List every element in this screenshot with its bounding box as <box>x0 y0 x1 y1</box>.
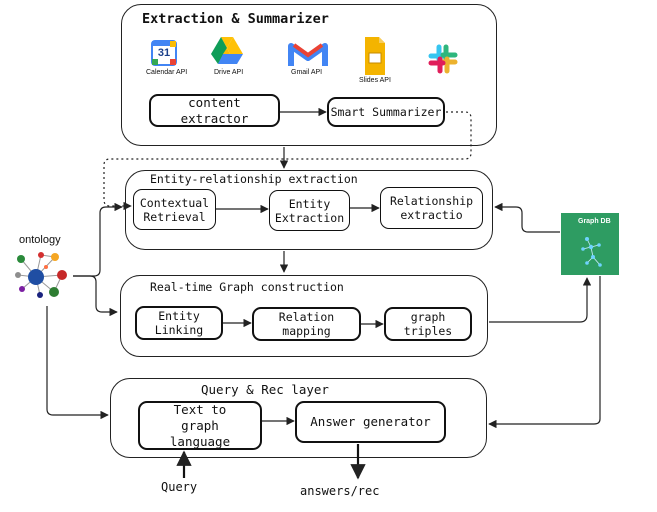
extraction-title: Extraction & Summarizer <box>142 11 329 27</box>
arrow-summarizer-retrieval <box>103 111 472 211</box>
calendar-icon: 31 <box>151 40 177 66</box>
slack-icon <box>428 44 458 74</box>
graph-db-icon <box>581 237 602 267</box>
graph-construction-title: Real-time Graph construction <box>150 280 344 294</box>
slides-api-label: Slides API <box>359 77 391 84</box>
ontology-graph-icon <box>13 248 73 306</box>
gmail-api-label: Gmail API <box>291 69 323 76</box>
answers-output-label: answers/rec <box>300 484 380 498</box>
entity-extraction-box: Entity Extraction <box>269 190 350 231</box>
gmail-icon <box>288 40 328 68</box>
answer-generator-box: Answer generator <box>295 401 446 443</box>
drive-icon <box>210 36 244 66</box>
query-title: Query & Rec layer <box>201 382 329 397</box>
arrow-graph-graphdb <box>489 277 592 323</box>
drive-api-label: Drive API <box>214 69 244 76</box>
arrow-graphdb-query <box>488 276 601 429</box>
relation-mapping-box: Relation mapping <box>252 307 361 341</box>
content-extractor-box: content extractor <box>149 94 280 127</box>
calendar-api-label: Calendar API <box>146 69 188 76</box>
arrow-ontology-query <box>46 306 109 420</box>
ontology-label: ontology <box>19 234 61 246</box>
arrow-ontology-graph <box>73 275 118 317</box>
arrow-graphdb-er <box>494 202 560 233</box>
smart-summarizer-box: Smart Summarizer <box>327 97 445 127</box>
calendar-day: 31 <box>157 47 171 59</box>
arrow-ontology-er <box>73 202 123 277</box>
relationship-extraction-box: Relationship extractio <box>380 187 483 229</box>
graph-triples-box: graph triples <box>384 307 472 341</box>
slides-icon <box>364 36 386 76</box>
er-title: Entity-relationship extraction <box>150 172 358 186</box>
contextual-retrieval-box: Contextual Retrieval <box>133 189 216 230</box>
text-to-graph-box: Text to graph language <box>138 401 262 450</box>
graph-db-label: Graph DB <box>578 218 611 225</box>
graph-db-node: Graph DB <box>561 213 619 275</box>
entity-linking-box: Entity Linking <box>135 306 223 340</box>
query-input-label: Query <box>161 480 198 494</box>
